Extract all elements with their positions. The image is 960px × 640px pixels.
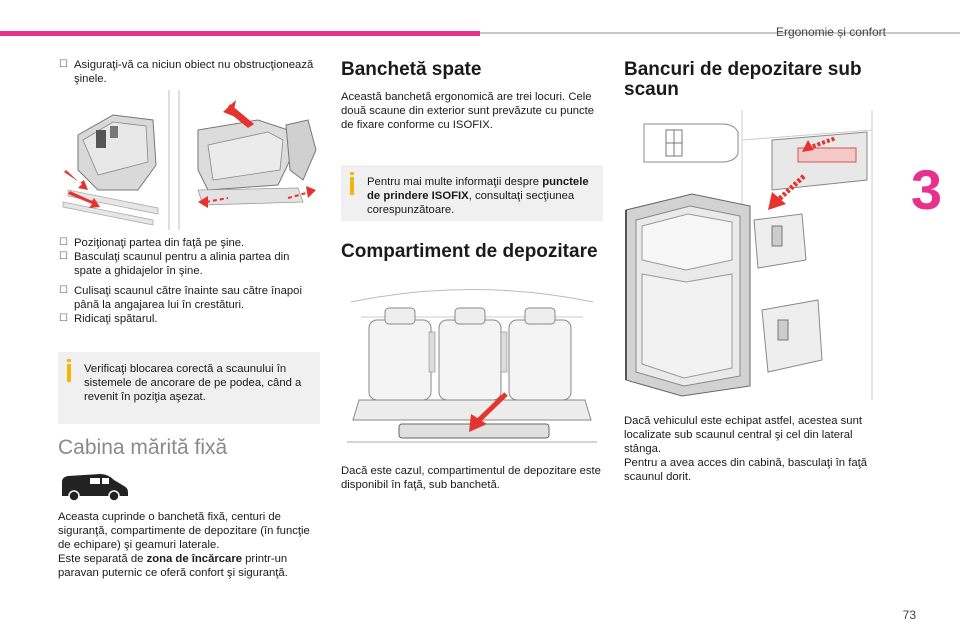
bullet-text: Culisaţi scaunul către înainte sau către…: [74, 285, 302, 311]
under-seat-text: Dacă vehiculul este echipat astfel, aces…: [624, 414, 886, 484]
info-box-locking: Verificaţi blocarea corectă a scaunului …: [58, 352, 320, 424]
bullet-text: Asiguraţi-vă ca niciun obiect nu obstruc…: [74, 59, 314, 85]
section-heading: Bancuri de depozitare sub scaun: [624, 59, 862, 100]
checkbox-bullet-icon: ☐: [59, 313, 68, 324]
chapter-number: 3: [910, 158, 942, 221]
cabin-paragraph-2: Este separată de zona de încărcare print…: [58, 553, 288, 579]
checkbox-bullet-icon: ☐: [59, 59, 68, 70]
info-box-isofix: Pentru mai multe informaţii despre punct…: [341, 165, 603, 221]
storage-text: Dacă este cazul, compartimentul de depoz…: [341, 464, 603, 492]
header-rule: [480, 32, 960, 34]
header-title: Ergonomie și confort: [775, 25, 886, 39]
col1-bullets-a: ☐ Poziţionaţi partea din faţă pe şine. ☐ B…: [58, 236, 318, 278]
section-heading: Compartiment de depozitare: [341, 241, 598, 262]
cabin-paragraph: Aceasta cuprinde o banchetă fixă, centur…: [58, 511, 310, 551]
checkbox-bullet-icon: ☐: [59, 285, 68, 296]
cabin-text: Aceasta cuprinde o banchetă fixă, centur…: [58, 510, 318, 580]
col1-bullet-top: ☐ Asiguraţi-vă ca niciun obiect nu obstru…: [58, 58, 318, 86]
bench-paragraph: Această banchetă ergonomică are trei loc…: [341, 91, 595, 131]
header-accent-bar: [0, 31, 480, 36]
section-heading: Cabina mărită fixă: [58, 436, 228, 459]
info-icon: [67, 359, 71, 362]
bench-storage-illustration: [341, 282, 603, 452]
heading-cabin: Cabina mărită fixă: [58, 436, 318, 460]
col1-bullets-b: ☐ Culisaţi scaunul către înainte sau cătr…: [58, 284, 318, 326]
van-icon: [62, 474, 128, 502]
heading-storage: Compartiment de depozitare: [341, 242, 603, 262]
under-seat-storage-illustration: [622, 110, 884, 400]
bench-text: Această banchetă ergonomică are trei loc…: [341, 90, 603, 132]
under-seat-paragraph: Dacă vehiculul este echipat astfel, aces…: [624, 415, 863, 455]
seat-rail-illustration: [58, 90, 320, 230]
heading-under-seat: Bancuri de depozitare sub scaun: [624, 60, 886, 100]
info-icon: [350, 172, 354, 175]
under-seat-paragraph-2: Pentru a avea acces din cabină, basculaţ…: [624, 457, 868, 483]
storage-paragraph: Dacă este cazul, compartimentul de depoz…: [341, 465, 601, 491]
bullet-text: Basculaţi scaunul pentru a alinia partea…: [74, 251, 290, 277]
bold-term: zona de încărcare: [146, 553, 243, 565]
info-text: Verificaţi blocarea corectă a scaunului …: [84, 363, 302, 403]
bold-term: punctele de prindere ISOFIX: [367, 176, 589, 202]
section-heading: Banchetă spate: [341, 59, 482, 80]
info-text: Pentru mai multe informaţii despre punct…: [367, 176, 589, 216]
checkbox-bullet-icon: ☐: [59, 237, 68, 248]
checkbox-bullet-icon: ☐: [59, 251, 68, 262]
bullet-text: Ridicaţi spătarul.: [74, 313, 158, 325]
heading-bench: Banchetă spate: [341, 60, 603, 80]
page-number: 73: [902, 608, 916, 622]
bullet-text: Poziţionaţi partea din faţă pe şine.: [74, 237, 245, 249]
